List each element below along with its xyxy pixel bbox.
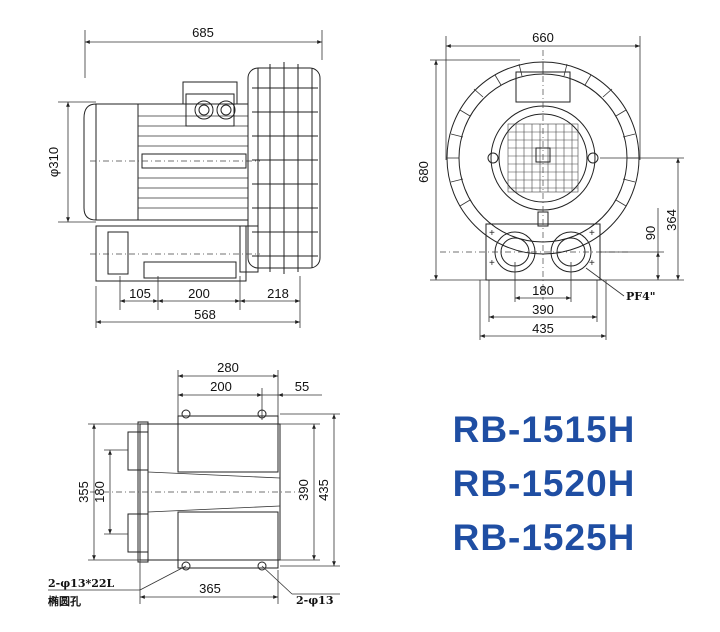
dim-overall-length: 685 <box>192 25 214 40</box>
dim-base-c: 218 <box>267 286 289 301</box>
dim-base-a: 105 <box>129 286 151 301</box>
dim-bottom: 365 <box>199 581 221 596</box>
dim-right-inner: 390 <box>296 479 311 501</box>
dim-port-spacing: 180 <box>532 283 554 298</box>
dim-port-height: 90 <box>643 226 658 240</box>
model-name-1: RB-1515H <box>452 409 636 450</box>
dim-width: 660 <box>532 30 554 45</box>
slot-note: 2-φ13*22L <box>48 577 115 590</box>
svg-text:+: + <box>589 228 595 239</box>
dim-left-inner: 180 <box>92 481 107 503</box>
svg-text:+: + <box>489 258 495 269</box>
front-view: 660 680 <box>416 30 684 340</box>
dim-base-total: 568 <box>194 307 216 322</box>
model-name-2: RB-1520H <box>452 463 636 504</box>
dim-center-height: 364 <box>664 209 679 231</box>
dim-motor-diameter: φ310 <box>46 147 61 177</box>
dim-right-outer: 435 <box>316 479 331 501</box>
base-view: 280 200 55 355 180 390 435 <box>48 360 340 608</box>
dim-mount-spacing: 390 <box>532 302 554 317</box>
svg-text:+: + <box>589 258 595 269</box>
dim-height: 680 <box>416 161 431 183</box>
dim-left-outer: 355 <box>76 481 91 503</box>
slot-note-cn: 椭圆孔 <box>48 594 81 608</box>
dim-top-total: 280 <box>217 360 239 375</box>
dim-base-b: 200 <box>188 286 210 301</box>
dim-base-width: 435 <box>532 321 554 336</box>
dim-top-inner: 200 <box>210 379 232 394</box>
side-view: 685 φ310 <box>46 25 323 328</box>
model-name-3: RB-1525H <box>452 517 636 558</box>
port-thread-note: PF4" <box>626 290 655 303</box>
hole-note: 2-φ13 <box>296 594 333 607</box>
dim-top-offset: 55 <box>295 379 309 394</box>
svg-text:+: + <box>489 228 495 239</box>
